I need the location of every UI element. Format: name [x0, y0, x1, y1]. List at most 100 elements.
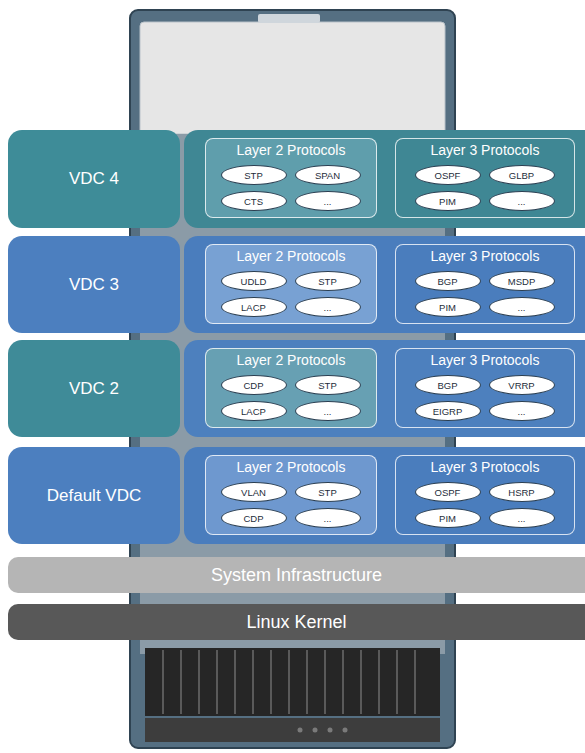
protocol-oval: EIGRP: [415, 401, 481, 421]
vdc-name: Default VDC: [47, 486, 141, 506]
group-title: Layer 2 Protocols: [206, 352, 376, 368]
protocol-name: PIM: [439, 302, 456, 313]
protocol-oval: ...: [489, 191, 555, 211]
protocol-name: OSPF: [435, 170, 461, 181]
layer-name: System Infrastructure: [211, 565, 382, 586]
protocol-name: ...: [518, 196, 526, 207]
protocol-name: STP: [318, 487, 336, 498]
protocol-oval: OSPF: [415, 482, 481, 502]
protocol-oval: LACP: [221, 297, 287, 317]
system-layer-bar: System Infrastructure: [8, 557, 585, 593]
protocol-name: GLBP: [509, 170, 534, 181]
protocol-oval: CDP: [221, 375, 287, 395]
protocol-oval: BGP: [415, 375, 481, 395]
protocol-group-box: Layer 3 ProtocolsBGP VRRP EIGRP...: [395, 348, 575, 428]
vent-lines: [163, 650, 415, 714]
protocol-oval: CTS: [221, 191, 287, 211]
group-title: Layer 3 Protocols: [396, 459, 574, 475]
protocol-oval: MSDP: [489, 271, 555, 291]
protocol-name: ...: [518, 513, 526, 524]
protocol-name: PIM: [439, 513, 456, 524]
protocol-name: STP: [244, 170, 262, 181]
protocol-oval: LACP: [221, 401, 287, 421]
vdc-label: VDC 4: [8, 130, 180, 228]
protocol-name: HSRP: [508, 487, 534, 498]
protocol-name: LACP: [241, 302, 266, 313]
protocol-oval: UDLD: [221, 271, 287, 291]
protocol-oval: CDP: [221, 508, 287, 528]
vdc-name: VDC 2: [69, 379, 119, 399]
protocol-name: CDP: [243, 380, 263, 391]
vent-grid: [145, 648, 440, 716]
protocol-name: OSPF: [435, 487, 461, 498]
protocol-name: ...: [518, 302, 526, 313]
vdc-band: VDC 2Layer 2 ProtocolsCDPSTPLACP...Layer…: [8, 340, 585, 437]
protocol-name: CDP: [243, 513, 263, 524]
protocol-name: UDLD: [241, 276, 267, 287]
bottom-dots: [298, 728, 348, 733]
protocol-oval: STP: [295, 482, 361, 502]
vdc-name: VDC 3: [69, 275, 119, 295]
protocol-oval: ...: [295, 297, 361, 317]
protocol-group-box: Layer 3 ProtocolsBGP MSDP PIM...: [395, 244, 575, 324]
protocol-oval: GLBP: [489, 165, 555, 185]
protocol-oval: HSRP: [489, 482, 555, 502]
bottom-strip: [145, 718, 440, 742]
vdc-band: VDC 4Layer 2 ProtocolsSTPSPANCTS...Layer…: [8, 130, 585, 228]
group-title-text: Layer 3 Protocols: [431, 459, 540, 475]
group-title: Layer 2 Protocols: [206, 459, 376, 475]
protocol-group-box: Layer 2 ProtocolsVLAN STP CDP...: [205, 455, 377, 535]
protocol-oval: STP: [295, 271, 361, 291]
group-title: Layer 3 Protocols: [396, 142, 574, 158]
protocol-oval: SPAN: [295, 165, 361, 185]
protocol-oval: ...: [295, 401, 361, 421]
protocol-oval: ...: [295, 508, 361, 528]
protocol-oval: BGP: [415, 271, 481, 291]
group-title-text: Layer 2 Protocols: [237, 459, 346, 475]
layer-name: Linux Kernel: [246, 612, 346, 633]
protocol-name: PIM: [439, 196, 456, 207]
group-title: Layer 3 Protocols: [396, 248, 574, 264]
protocol-group-box: Layer 3 ProtocolsOSPF GLBP PIM...: [395, 138, 575, 218]
protocol-oval: ...: [489, 297, 555, 317]
protocol-oval: PIM: [415, 191, 481, 211]
protocol-oval: PIM: [415, 508, 481, 528]
protocol-name: BGP: [437, 380, 457, 391]
protocol-name: ...: [324, 302, 332, 313]
protocol-name: ...: [324, 406, 332, 417]
group-title: Layer 2 Protocols: [206, 248, 376, 264]
vdc-band: Default VDC Layer 2 ProtocolsVLAN STP CDP..…: [8, 447, 585, 544]
group-title: Layer 2 Protocols: [206, 142, 376, 158]
protocol-oval: ...: [295, 191, 361, 211]
vdc-label: VDC 3: [8, 236, 180, 333]
group-title-text: Layer 3 Protocols: [431, 248, 540, 264]
vdc-band: VDC 3Layer 2 ProtocolsUDLDSTPLACP...Laye…: [8, 236, 585, 333]
protocol-oval: STP: [295, 375, 361, 395]
group-title-text: Layer 2 Protocols: [237, 248, 346, 264]
protocol-name: LACP: [241, 406, 266, 417]
protocol-name: ...: [324, 196, 332, 207]
protocol-name: SPAN: [315, 170, 340, 181]
protocol-name: ...: [518, 406, 526, 417]
group-title-text: Layer 3 Protocols: [431, 142, 540, 158]
group-title-text: Layer 3 Protocols: [431, 352, 540, 368]
protocol-oval: VLAN: [221, 482, 287, 502]
protocol-name: EIGRP: [433, 406, 463, 417]
protocol-name: ...: [324, 513, 332, 524]
protocol-group-box: Layer 3 ProtocolsOSPF HSRP PIM...: [395, 455, 575, 535]
protocol-name: MSDP: [508, 276, 535, 287]
protocol-name: CTS: [244, 196, 263, 207]
protocol-group-box: Layer 2 ProtocolsSTP SPAN CTS...: [205, 138, 377, 218]
protocol-name: STP: [318, 276, 336, 287]
system-layer-bar: Linux Kernel: [8, 604, 585, 640]
protocol-oval: PIM: [415, 297, 481, 317]
protocol-group-box: Layer 2 ProtocolsCDP STP LACP...: [205, 348, 377, 428]
group-title: Layer 3 Protocols: [396, 352, 574, 368]
protocol-group-box: Layer 2 ProtocolsUDLD STP LACP...: [205, 244, 377, 324]
protocol-name: BGP: [437, 276, 457, 287]
protocol-name: STP: [318, 380, 336, 391]
vdc-label: Default VDC: [8, 447, 180, 544]
protocol-oval: ...: [489, 508, 555, 528]
protocol-oval: VRRP: [489, 375, 555, 395]
